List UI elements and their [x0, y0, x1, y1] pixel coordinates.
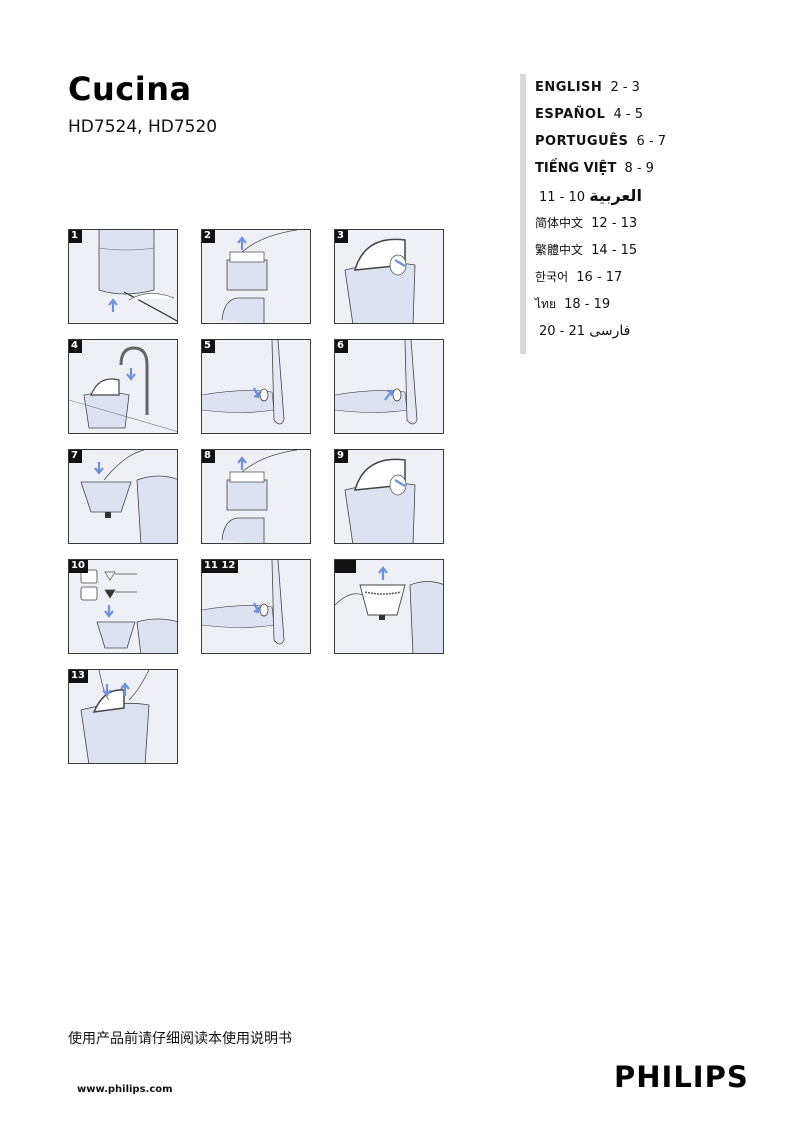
figure-11-12: 11 12 [201, 559, 311, 654]
read-manual-notice: 使用产品前请仔细阅读本使用说明书 [68, 1031, 292, 1047]
language-entry-simplified-chinese[interactable]: 简体中文 12 - 13 [535, 216, 638, 231]
website-link[interactable]: www.philips.com [77, 1084, 173, 1095]
figure-number: 13 [69, 670, 88, 683]
figure-number: 9 [335, 450, 348, 463]
figure-8: 8 [201, 449, 311, 544]
lift-filter-illustration [221, 450, 298, 543]
language-entry-korean[interactable]: 한국어 16 - 17 [535, 270, 623, 285]
switch-on-illustration [202, 340, 285, 425]
figure-number: 6 [335, 340, 348, 353]
figure-9: 9 [334, 449, 444, 544]
figure-13: 13 [68, 669, 178, 764]
open-lid-illustration [344, 458, 416, 543]
figure-1: 1 [68, 229, 178, 324]
add-coffee-illustration [80, 569, 177, 653]
clean-jug-illustration [80, 670, 150, 763]
open-lid-illustration [344, 238, 416, 323]
figure-6: 6 [334, 339, 444, 434]
figure-number: 4 [69, 340, 82, 353]
language-entry-vietnamese[interactable]: TIẾNG VIỆT 8 - 9 [535, 161, 654, 176]
figure-number: 1 [69, 230, 82, 243]
figure-number: 7 [69, 450, 82, 463]
model-numbers: HD7524, HD7520 [68, 117, 218, 137]
figure-4: 4 [68, 339, 178, 434]
philips-logo: PHILIPS [614, 1060, 749, 1094]
unplug-cord-illustration [98, 230, 177, 322]
figure-2: 2 [201, 229, 311, 324]
figure-number: 2 [202, 230, 215, 243]
product-title: Cucina [68, 70, 192, 108]
insert-filter-illustration [80, 450, 177, 543]
language-entry-arabic[interactable]: العربية 10 - 11 [539, 186, 642, 205]
lift-filter-illustration [221, 230, 298, 323]
figure-7: 7 [68, 449, 178, 544]
figure-12 [334, 559, 444, 654]
language-entry-portugues[interactable]: PORTUGUÊS 6 - 7 [535, 134, 667, 149]
language-entry-english[interactable]: ENGLISH 2 - 3 [535, 80, 640, 95]
switch-off-illustration [335, 340, 418, 425]
figure-10: 10 [68, 559, 178, 654]
figure-3: 3 [334, 229, 444, 324]
remove-filter-illustration [335, 566, 443, 653]
fill-jug-illustration [69, 346, 177, 432]
language-index: ENGLISH 2 - 3 ESPAÑOL 4 - 5 PORTUGUÊS 6 … [535, 78, 666, 348]
figure-number: 10 [69, 560, 88, 573]
language-entry-traditional-chinese[interactable]: 繁體中文 14 - 15 [535, 243, 638, 258]
language-entry-espanol[interactable]: ESPAÑOL 4 - 5 [535, 107, 643, 122]
language-index-bar [520, 74, 526, 354]
figure-number: 11 12 [202, 560, 239, 573]
figure-number: 3 [335, 230, 348, 243]
language-entry-farsi[interactable]: فارسی 21 - 20 [539, 323, 631, 339]
switch-illustration [202, 560, 285, 645]
figure-number: 5 [202, 340, 215, 353]
figure-5: 5 [201, 339, 311, 434]
language-entry-thai[interactable]: ไทย 18 - 19 [535, 297, 611, 312]
figure-number [335, 560, 356, 573]
figure-number: 8 [202, 450, 215, 463]
